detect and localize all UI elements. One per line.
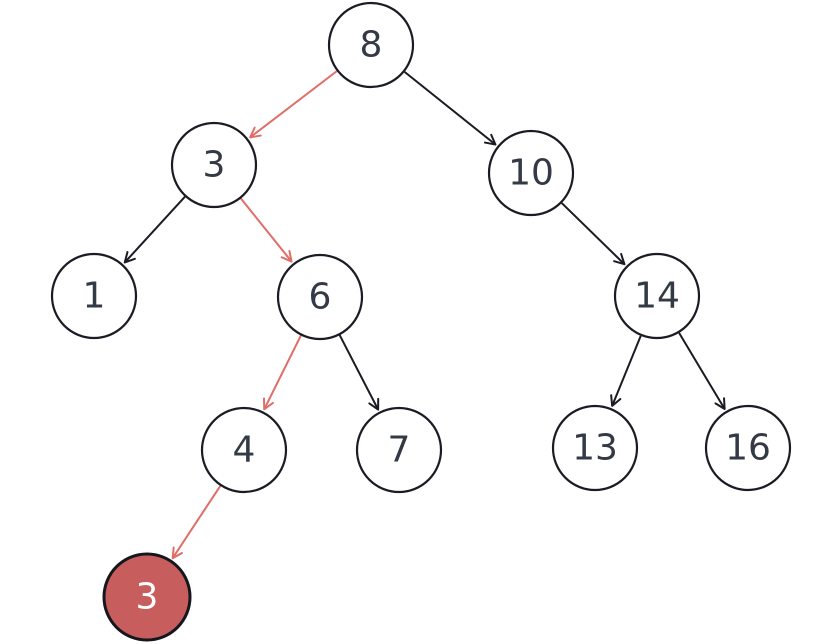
tree-node-leaf-1: 1	[50, 252, 138, 340]
tree-edge-mid-6-mid-4	[262, 335, 302, 411]
tree-edge-left-3-mid-6	[240, 197, 293, 263]
node-circle	[200, 406, 288, 494]
node-circle	[551, 404, 639, 492]
tree-edge-mid-14-leaf-13	[610, 335, 642, 407]
tree-edge-root-8-right-10	[403, 71, 497, 146]
node-circle	[327, 1, 415, 89]
tree-node-leaf-13: 13	[551, 404, 639, 492]
node-circle	[613, 252, 701, 340]
tree-edge-mid-14-leaf-16	[678, 332, 726, 410]
tree-edge-left-3-leaf-1	[123, 196, 186, 264]
tree-node-mid-14: 14	[613, 252, 701, 340]
tree-edges	[123, 70, 726, 560]
tree-node-found-3: 3	[102, 552, 192, 642]
node-circle	[50, 252, 138, 340]
node-circle	[355, 406, 443, 494]
tree-edge-root-8-left-3	[249, 70, 338, 139]
tree-node-mid-6: 6	[276, 253, 364, 341]
node-circle	[704, 404, 792, 492]
tree-edge-mid-6-leaf-7	[338, 334, 380, 411]
tree-node-leaf-16: 16	[704, 404, 792, 492]
tree-node-root-8: 8	[327, 1, 415, 89]
tree-node-mid-4: 4	[200, 406, 288, 494]
tree-node-left-3: 3	[170, 121, 258, 209]
tree-edge-right-10-mid-14	[561, 202, 626, 266]
node-circle	[276, 253, 364, 341]
node-circle	[487, 129, 575, 217]
node-circle	[170, 121, 258, 209]
tree-node-right-10: 10	[487, 129, 575, 217]
tree-edge-mid-4-found-3	[171, 485, 222, 560]
node-circle-highlighted	[102, 552, 192, 642]
tree-node-leaf-7: 7	[355, 406, 443, 494]
